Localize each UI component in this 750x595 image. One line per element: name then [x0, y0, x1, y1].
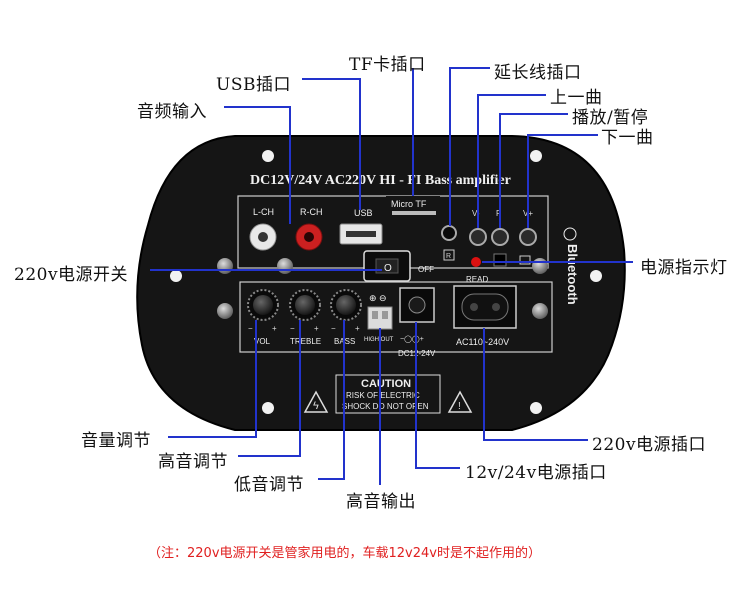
panel-screw: [217, 303, 233, 319]
off-label: OFF: [418, 265, 434, 274]
panel-header: DC12V/24V AC220V HI - FI Bass amplifier: [250, 173, 511, 188]
callout-power-led: 电源指示灯: [640, 258, 728, 278]
prev-button[interactable]: [469, 228, 487, 246]
treble-knob[interactable]: [289, 289, 321, 321]
callout-usb-port: USB插口: [216, 75, 291, 95]
bass-knob[interactable]: [330, 289, 362, 321]
panel-screw: [532, 303, 548, 319]
next-button[interactable]: [519, 228, 537, 246]
callout-dc-socket: 12v/24v电源插口: [465, 463, 607, 483]
callout-audio-in: 音频输入: [137, 102, 207, 122]
svg-text:!: !: [458, 401, 461, 412]
tf-card-slot: [392, 211, 436, 215]
leader-lines: [150, 67, 633, 485]
read-label: READ: [466, 275, 488, 284]
caution-line2: SHOCK DO NOT OPEN: [342, 402, 429, 411]
caution-title: CAUTION: [361, 378, 411, 390]
panel-screw: [532, 258, 548, 274]
callout-volume: 音量调节: [81, 431, 151, 451]
microtf-label: Micro TF: [391, 199, 427, 209]
exclamation-triangle-icon: [447, 390, 473, 413]
svg-text:+: +: [272, 324, 277, 333]
footnote: （注：220v电源开关是管家用电的，车载12v24v时是不起作用的）: [148, 546, 541, 561]
vol-label: VOL: [254, 337, 271, 346]
callout-power-switch: 220v电源开关: [14, 265, 129, 285]
high-out-terminal: [367, 306, 393, 330]
treble-label: TREBLE: [290, 337, 321, 346]
callout-play-pause: 播放/暂停: [572, 108, 649, 128]
callout-ac-socket: 220v电源插口: [592, 435, 707, 455]
callout-ext-port: 延长线插口: [494, 63, 582, 83]
svg-text:ϟ: ϟ: [313, 400, 319, 412]
power-led: [471, 257, 481, 267]
svg-text:−: −: [248, 324, 253, 333]
dc-label: DC12-24V: [398, 349, 436, 358]
mount-hole: [590, 270, 602, 282]
svg-text:P: P: [496, 209, 501, 218]
svg-text:−: −: [331, 324, 336, 333]
svg-text:R: R: [446, 253, 451, 260]
usb-label: USB: [354, 208, 373, 218]
control-panel-outline: [239, 281, 553, 353]
volume-knob[interactable]: [247, 289, 279, 321]
bluetooth-icon: [563, 227, 577, 241]
svg-text:V-: V-: [472, 209, 480, 218]
svg-text:−: −: [290, 324, 295, 333]
svg-text:+: +: [355, 324, 360, 333]
bluetooth-label: Bluetooth: [565, 244, 580, 305]
callout-treble: 高音调节: [158, 452, 228, 472]
svg-text:+: +: [314, 324, 319, 333]
lch-label: L-CH: [253, 207, 274, 217]
play-pause-button[interactable]: [491, 228, 509, 246]
caution-box: [335, 374, 441, 414]
microtf-label-box: [386, 196, 440, 210]
callout-next: 下一曲: [601, 128, 654, 148]
panel-screw: [277, 258, 293, 274]
mount-hole: [530, 150, 542, 162]
mount-hole: [262, 150, 274, 162]
rch-label: R-CH: [300, 207, 323, 217]
mount-hole: [170, 270, 182, 282]
high-out-label: HIGH OUT: [364, 337, 394, 343]
mount-hole: [262, 402, 274, 414]
callout-high-out: 高音输出: [346, 492, 416, 512]
panel-screw: [217, 258, 233, 274]
mount-hole: [530, 402, 542, 414]
svg-text:⊕ ⊖: ⊕ ⊖: [369, 293, 387, 303]
panel-plate: [136, 135, 626, 431]
callout-bass: 低音调节: [234, 475, 304, 495]
extension-jack: [441, 225, 457, 241]
svg-text:−◯◯+: −◯◯+: [400, 335, 424, 343]
svg-text:O: O: [384, 263, 392, 274]
caution-line1: RISK OF ELECTRIC: [346, 391, 420, 400]
callout-prev: 上一曲: [550, 88, 603, 108]
ac-label: AC110~240V: [456, 337, 509, 347]
callout-tf-slot: TF卡插口: [349, 55, 426, 75]
